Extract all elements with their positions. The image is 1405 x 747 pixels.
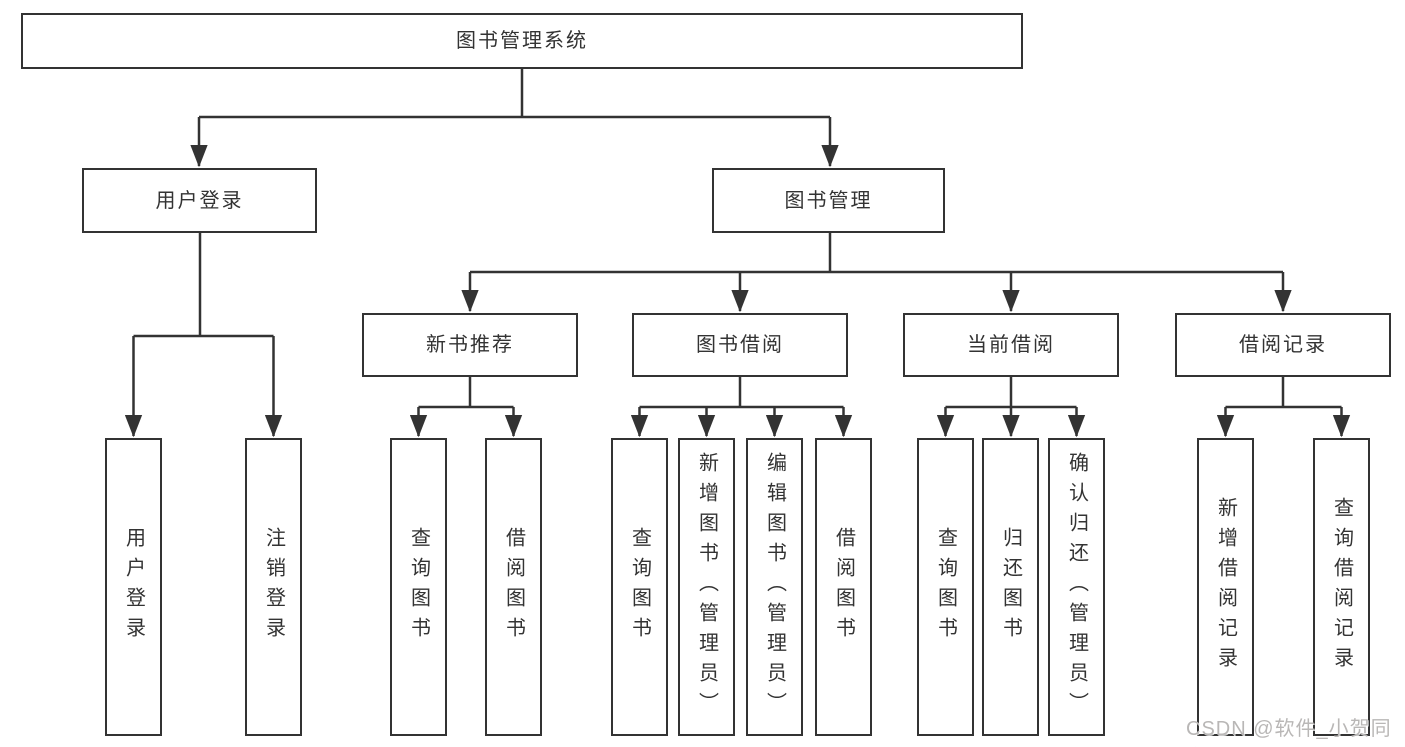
node-book-borrowing: 图书借阅 <box>632 313 848 377</box>
node-label: 归还图书 <box>999 527 1022 647</box>
node-current-borrowing: 当前借阅 <box>903 313 1119 377</box>
leaf-user-login: 用户登录 <box>105 438 162 736</box>
leaf-cb-return-books: 归还图书 <box>982 438 1039 736</box>
node-label: 用户登录 <box>155 189 244 212</box>
leaf-logout: 注销登录 <box>245 438 302 736</box>
node-label: 新增借阅记录 <box>1214 497 1237 677</box>
leaf-br-add-record: 新增借阅记录 <box>1197 438 1254 736</box>
node-book-management: 图书管理 <box>712 168 945 233</box>
node-borrow-records: 借阅记录 <box>1175 313 1391 377</box>
node-library-system: 图书管理系统 <box>21 13 1023 69</box>
node-new-book-recommend: 新书推荐 <box>362 313 578 377</box>
leaf-bb-add-books-admin: 新增图书（管理员） <box>678 438 735 736</box>
leaf-nbr-borrow-books: 借阅图书 <box>485 438 542 736</box>
node-user-login: 用户登录 <box>82 168 317 233</box>
node-label: 注销登录 <box>262 527 285 647</box>
leaf-bb-edit-books-admin: 编辑图书（管理员） <box>746 438 803 736</box>
node-label: 借阅图书 <box>502 527 525 647</box>
leaf-br-query-record: 查询借阅记录 <box>1313 438 1370 736</box>
node-label: 查询图书 <box>628 527 651 647</box>
node-label: 编辑图书（管理员） <box>763 452 786 722</box>
leaf-cb-query-books: 查询图书 <box>917 438 974 736</box>
node-label: 借阅图书 <box>832 527 855 647</box>
node-label: 图书借阅 <box>696 334 784 356</box>
csdn-watermark: CSDN @软件_小贺同学 <box>1186 718 1392 740</box>
leaf-cb-confirm-return-admin: 确认归还（管理员） <box>1048 438 1105 736</box>
leaf-nbr-query-books: 查询图书 <box>390 438 447 736</box>
node-label: 查询图书 <box>934 527 957 647</box>
node-label: 当前借阅 <box>967 334 1055 356</box>
node-label: 图书管理系统 <box>456 30 588 52</box>
node-label: 确认归还（管理员） <box>1065 452 1088 722</box>
leaf-bb-query-books: 查询图书 <box>611 438 668 736</box>
node-label: 用户登录 <box>122 527 145 647</box>
node-label: 新书推荐 <box>426 334 514 356</box>
node-label: 新增图书（管理员） <box>695 452 718 722</box>
leaf-bb-borrow-books: 借阅图书 <box>815 438 872 736</box>
node-label: 查询图书 <box>407 527 430 647</box>
node-label: 借阅记录 <box>1239 334 1327 356</box>
node-label: 查询借阅记录 <box>1330 497 1353 677</box>
node-label: 图书管理 <box>784 189 873 212</box>
